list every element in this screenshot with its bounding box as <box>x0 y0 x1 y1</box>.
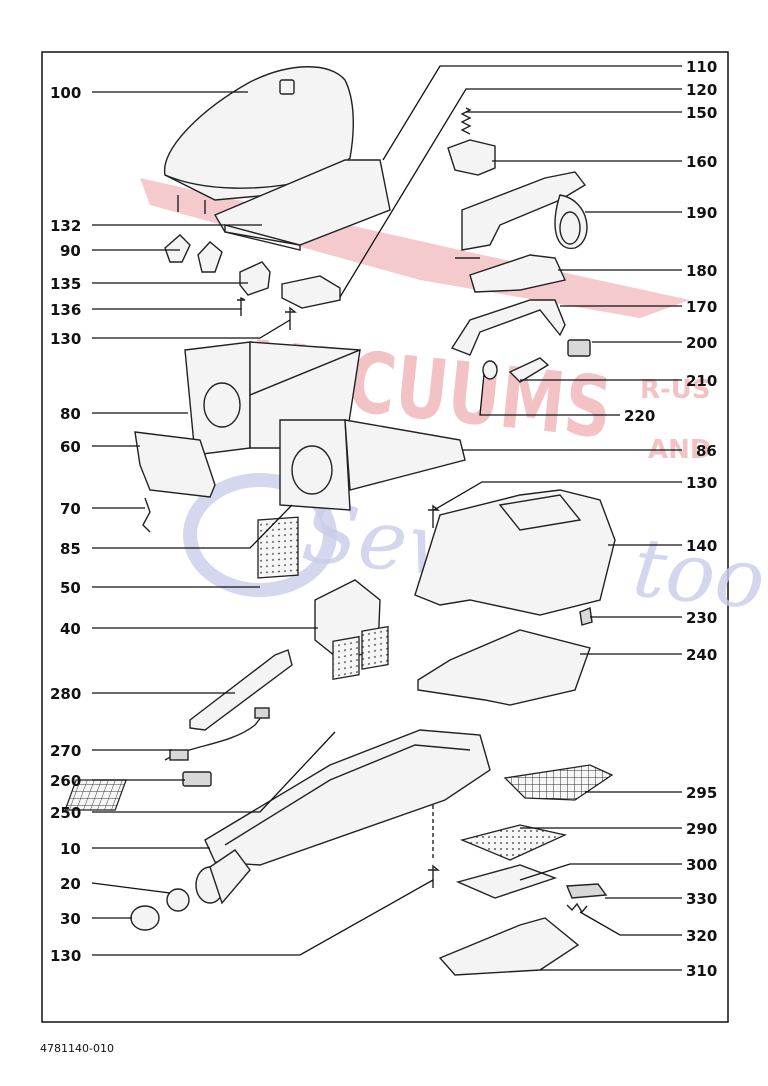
part-70-wire <box>142 497 151 533</box>
diagram-frame <box>41 51 729 1023</box>
part-136-screw <box>237 296 246 316</box>
label-132: 132 <box>50 217 81 235</box>
part-230-plug <box>579 607 593 626</box>
label-80: 80 <box>60 405 81 423</box>
label-136: 136 <box>50 301 81 319</box>
label-190: 190 <box>686 204 717 222</box>
label-120: 120 <box>686 81 717 99</box>
label-320: 320 <box>686 927 717 945</box>
label-60: 60 <box>60 438 81 456</box>
part-135-button <box>239 261 271 296</box>
watermark-blue-swirl <box>183 473 337 597</box>
part-labels: 100 110 120 150 160 132 190 90 135 180 1… <box>50 58 717 980</box>
label-180: 180 <box>686 262 717 280</box>
label-280: 280 <box>50 685 81 703</box>
label-310: 310 <box>686 962 717 980</box>
part-132-seal <box>224 224 301 251</box>
part-295-grille <box>503 764 614 801</box>
part-120-bracket <box>281 275 341 309</box>
label-10: 10 <box>60 840 81 858</box>
label-250: 250 <box>50 804 81 822</box>
label-230: 230 <box>686 609 717 627</box>
part-190-handle-top <box>455 171 588 259</box>
part-330-latch <box>565 883 608 899</box>
label-290: 290 <box>686 820 717 838</box>
label-170: 170 <box>686 298 717 316</box>
leader-lines <box>91 65 682 971</box>
label-200: 200 <box>686 334 717 352</box>
label-330: 330 <box>686 890 717 908</box>
label-130-b: 130 <box>686 474 717 492</box>
label-220: 220 <box>624 407 655 425</box>
label-130-a: 130 <box>50 330 81 348</box>
label-140: 140 <box>686 537 717 555</box>
label-30: 30 <box>60 910 81 928</box>
part-86-cloth-bag <box>279 419 466 511</box>
label-150: 150 <box>686 104 717 122</box>
label-295: 295 <box>686 784 717 802</box>
part-290-filter-pad <box>459 824 568 861</box>
part-170-handle-base <box>450 299 566 356</box>
label-90: 90 <box>60 242 81 260</box>
label-85: 85 <box>60 540 81 558</box>
part-140-rear-housing <box>414 489 616 616</box>
part-250-filter-pair <box>332 625 389 681</box>
part-130-screw-b <box>428 504 440 528</box>
part-150-spring <box>460 107 472 135</box>
label-300: 300 <box>686 856 717 874</box>
part-220-roller <box>482 360 498 380</box>
label-260: 260 <box>50 772 81 790</box>
label-86: 86 <box>696 442 717 460</box>
label-40: 40 <box>60 620 81 638</box>
label-20: 20 <box>60 875 81 893</box>
part-160-latch <box>447 139 496 176</box>
part-50-filter <box>257 516 299 579</box>
part-10-base-housing <box>64 729 491 905</box>
label-110: 110 <box>686 58 717 76</box>
part-210-knob <box>508 357 550 383</box>
part-180-rail <box>469 254 566 293</box>
drawing-number: 4781140-010 <box>40 1042 114 1055</box>
label-130-c: 130 <box>50 947 81 965</box>
part-300-honeycomb-grille <box>455 864 558 899</box>
part-260-connector <box>182 771 212 787</box>
part-310-bottom-tray <box>438 917 580 976</box>
part-200-switch <box>567 339 591 357</box>
part-20-cap <box>166 888 190 912</box>
label-160: 160 <box>686 153 717 171</box>
label-135: 135 <box>50 275 81 293</box>
part-130-screw-c <box>428 864 440 888</box>
part-30-ring <box>130 905 160 931</box>
label-50: 50 <box>60 579 81 597</box>
part-60-bag-holder <box>134 431 216 498</box>
label-210: 210 <box>686 372 717 390</box>
part-320-spring <box>566 902 588 914</box>
label-100: 100 <box>50 84 81 102</box>
part-130-screw-a <box>285 306 297 330</box>
part-90-clips <box>164 234 223 273</box>
part-240-chassis-frame <box>417 629 591 706</box>
part-270-cord <box>164 707 270 761</box>
label-270: 270 <box>50 742 81 760</box>
label-240: 240 <box>686 646 717 664</box>
label-70: 70 <box>60 500 81 518</box>
part-280-strip <box>189 649 293 731</box>
